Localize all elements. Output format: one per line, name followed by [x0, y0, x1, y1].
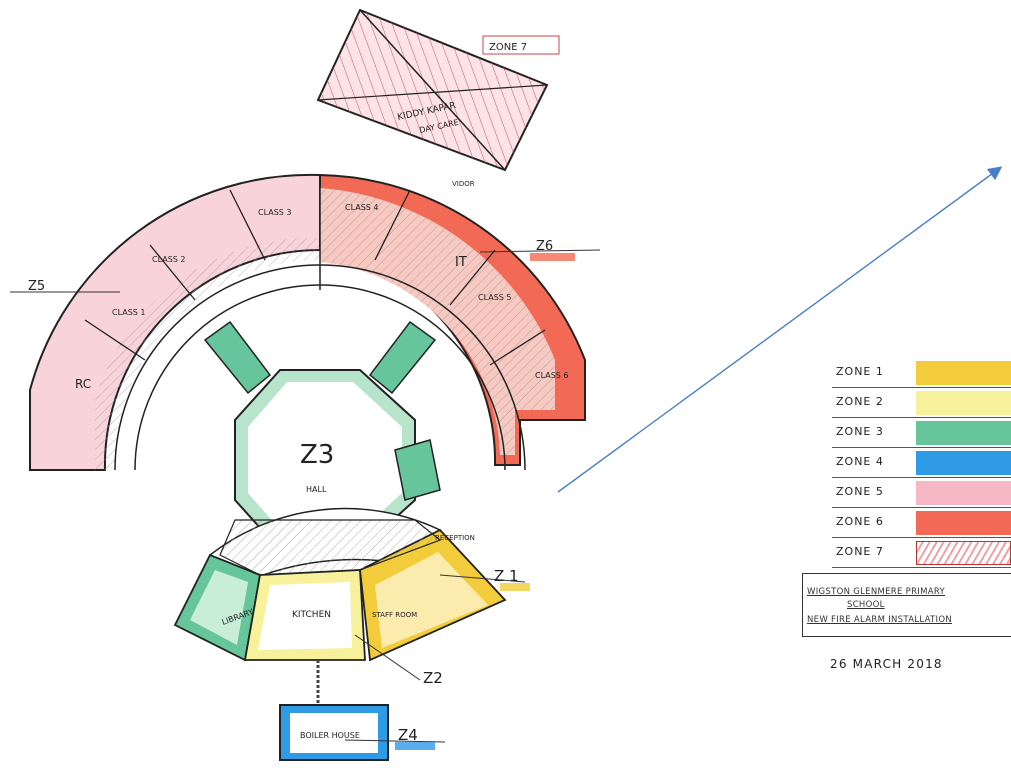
legend-row: ZONE 6: [818, 508, 1011, 538]
zone-leaders: [10, 249, 601, 743]
class1-label: CLASS 1: [112, 308, 146, 317]
zone7-box-label: ZONE 7: [489, 42, 527, 53]
lower-fan: [173, 507, 507, 662]
legend-swatch: [916, 361, 1011, 385]
class2-label: CLASS 2: [152, 255, 186, 264]
legend-swatch: [916, 391, 1011, 415]
title-line-2: SCHOOL: [847, 600, 885, 610]
legend-label: ZONE 7: [836, 545, 884, 558]
legend-row: ZONE 1: [818, 358, 1011, 388]
z2-label: Z2: [423, 669, 443, 687]
legend-row: ZONE 4: [818, 448, 1011, 478]
legend-label: ZONE 3: [836, 425, 884, 438]
reception-label: RECEPTION: [435, 534, 475, 542]
hall-label: HALL: [306, 485, 327, 494]
z4-label: Z4: [398, 726, 418, 744]
title-line-1: WIGSTON GLENMERE PRIMARY: [807, 587, 946, 597]
z5-label: Z5: [28, 279, 45, 294]
legend-row: ZONE 5: [818, 478, 1011, 508]
drawing-date: 26 MARCH 2018: [830, 657, 943, 671]
zone7-building: [316, 8, 560, 172]
kitchen-label: KITCHEN: [292, 610, 331, 620]
boiler-house-zone4: [279, 660, 389, 761]
legend-row: ZONE 3: [818, 418, 1011, 448]
legend-label: ZONE 5: [836, 485, 884, 498]
zone3-connectors: [203, 320, 437, 395]
legend-label: ZONE 1: [836, 365, 884, 378]
legend-label: ZONE 4: [836, 455, 884, 468]
zone6-wing: [319, 173, 586, 466]
boiler-house-label: BOILER HOUSE: [300, 731, 360, 740]
legend-row: ZONE 2: [818, 388, 1011, 418]
z3-label: Z3: [300, 440, 334, 470]
legend-swatch: [916, 451, 1011, 475]
legend-swatch: [916, 481, 1011, 505]
pointer-arrow: [557, 166, 1003, 493]
z6-label: Z6: [536, 239, 553, 254]
z1-label: Z 1: [494, 567, 519, 585]
rc-label: RC: [75, 377, 91, 391]
class3-label: CLASS 3: [258, 208, 292, 217]
title-block: WIGSTON GLENMERE PRIMARY SCHOOL NEW FIRE…: [802, 573, 1011, 637]
legend-row: ZONE 7: [818, 538, 1011, 568]
class5-label: CLASS 5: [478, 293, 512, 302]
zone-legend: ZONE 1 ZONE 2 ZONE 3 ZONE 4 ZONE 5 ZONE 6 ZONE…: [818, 358, 1011, 573]
class4-label: CLASS 4: [345, 203, 379, 212]
classroom-dividers: [84, 189, 546, 366]
class6-label: CLASS 6: [535, 371, 569, 380]
legend-swatch: [916, 511, 1011, 535]
legend-swatch: [916, 421, 1011, 445]
it-label: IT: [455, 255, 467, 270]
legend-label: ZONE 6: [836, 515, 884, 528]
staff-room-label: STAFF ROOM: [372, 611, 417, 619]
legend-swatch: [916, 541, 1011, 565]
title-line-3: NEW FIRE ALARM INSTALLATION: [807, 615, 952, 625]
legend-label: ZONE 2: [836, 395, 884, 408]
vidor-label: VIDOR: [452, 180, 475, 188]
hall-zone3: [234, 369, 441, 551]
